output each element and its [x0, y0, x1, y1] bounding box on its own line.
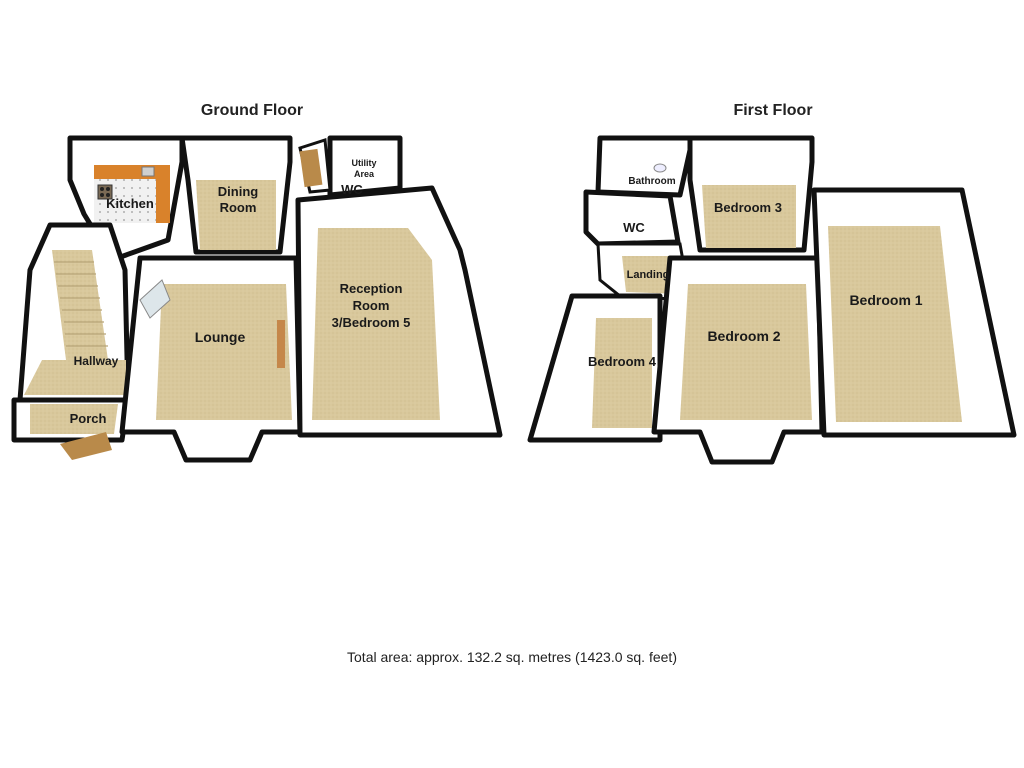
- ground-floor: Ground Floor: [11, 102, 503, 463]
- utility-label-line1: Utility: [351, 158, 376, 168]
- utility-label-line2: Area: [354, 169, 375, 179]
- bedroom1-label: Bedroom 1: [849, 292, 922, 308]
- porch-label: Porch: [70, 411, 107, 426]
- reception-label-line2: Room: [353, 298, 390, 313]
- bedroom4-room: [527, 293, 663, 443]
- bedroom3-label: Bedroom 3: [714, 200, 782, 215]
- bedroom4-label: Bedroom 4: [588, 354, 657, 369]
- total-area-caption: Total area: approx. 132.2 sq. metres (14…: [347, 649, 677, 665]
- utility-wc-room: [298, 135, 403, 198]
- reception-label-line1: Reception: [340, 281, 403, 296]
- kitchen-label: Kitchen: [106, 196, 154, 211]
- bathroom-room: [595, 135, 693, 198]
- hallway-label: Hallway: [74, 354, 119, 368]
- bedroom3-room: [687, 135, 815, 253]
- dining-room: [179, 135, 293, 255]
- first-wc-room: [583, 189, 681, 247]
- dining-label-line2: Room: [220, 200, 257, 215]
- first-floor: First Floor: [527, 102, 1017, 465]
- dining-label-line1: Dining: [218, 184, 258, 199]
- bedroom2-room: [651, 255, 825, 465]
- bedroom2-label: Bedroom 2: [707, 328, 780, 344]
- reception-room: [295, 185, 503, 438]
- landing-label: Landing: [627, 269, 670, 281]
- hallway-room: [17, 222, 131, 403]
- ground-wc-label: WC: [341, 182, 363, 197]
- ground-floor-title: Ground Floor: [201, 102, 303, 119]
- kitchen-room: [67, 135, 185, 263]
- bedroom1-room: [811, 187, 1017, 438]
- first-floor-title: First Floor: [733, 102, 812, 119]
- lounge-room: [119, 255, 303, 463]
- porch-room: [11, 397, 131, 460]
- reception-label-line3: 3/Bedroom 5: [332, 315, 411, 330]
- first-wc-label: WC: [623, 220, 645, 235]
- lounge-label: Lounge: [195, 329, 246, 345]
- bathroom-label: Bathroom: [628, 176, 675, 187]
